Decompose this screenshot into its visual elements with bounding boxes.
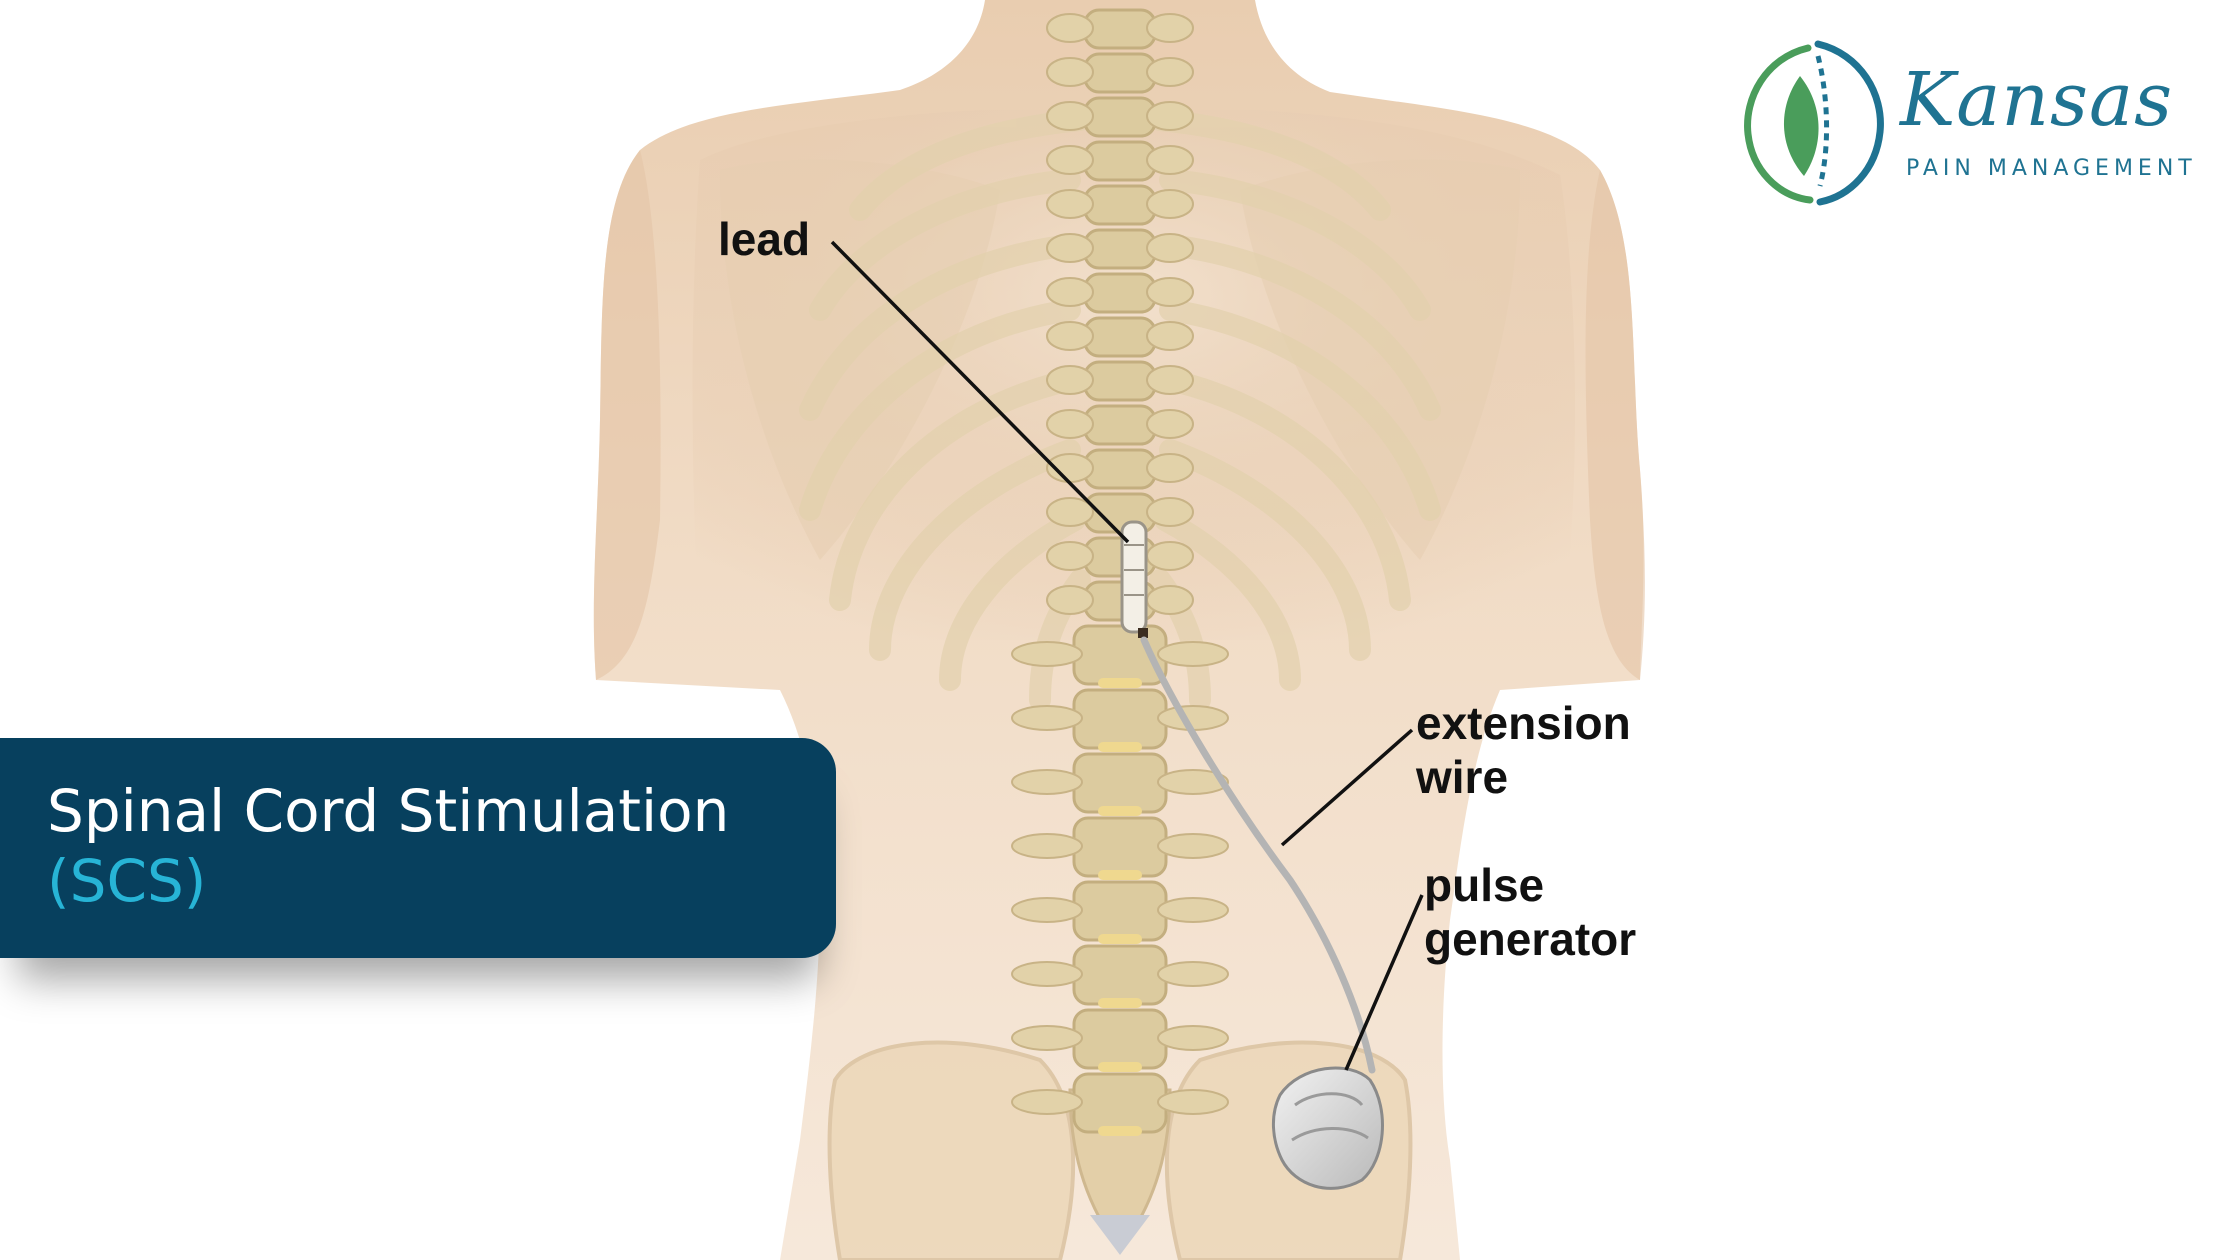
banner-subtitle: (SCS) (47, 847, 207, 915)
vertebra (1046, 8, 1194, 50)
vertebra (1011, 752, 1229, 816)
vertebra (1046, 184, 1194, 226)
stimulator-lead (1120, 520, 1148, 638)
lead-label: lead (718, 213, 811, 265)
pulse-generator-label-line2: generator (1424, 913, 1637, 965)
vertebra (1011, 880, 1229, 944)
extension-wire-label-line2: wire (1416, 751, 1509, 803)
vertebra (1011, 688, 1229, 752)
vertebra (1046, 228, 1194, 270)
vertebra (1046, 448, 1194, 490)
vertebra (1046, 316, 1194, 358)
pulse-generator-label-line1: pulse (1424, 859, 1545, 911)
vertebra (1011, 1008, 1229, 1072)
vertebra (1011, 816, 1229, 880)
vertebra (1046, 492, 1194, 534)
vertebra (1046, 272, 1194, 314)
spine-leaf-logo-icon (1744, 40, 1884, 206)
shoulder-blades (720, 159, 1520, 560)
vertebra (1046, 536, 1194, 578)
extension-wire-label-line1: extension (1416, 697, 1631, 749)
pulse-generator-label: pulse generator (1424, 858, 1636, 966)
banner-title: Spinal Cord Stimulation (47, 777, 730, 845)
vertebra (1046, 580, 1194, 622)
vertebra (1046, 96, 1194, 138)
vertebra (1046, 360, 1194, 402)
pulse-generator-device (1271, 1066, 1384, 1190)
vertebra (1011, 1072, 1229, 1136)
extension-wire-label: extension wire (1416, 696, 1631, 804)
extension-wire (1140, 636, 1376, 1074)
vertebra (1046, 52, 1194, 94)
logo-name: Kansas (1900, 57, 2174, 143)
kansas-pain-management-logo: Kansas PAIN MANAGEMENT (1738, 36, 2218, 206)
title-banner: Spinal Cord Stimulation (SCS) (0, 738, 836, 958)
leader-lines (830, 240, 1424, 1071)
logo-tagline: PAIN MANAGEMENT (1906, 156, 2197, 181)
vertebra (1046, 404, 1194, 446)
vertebra (1046, 140, 1194, 182)
spinal-column (1011, 8, 1229, 1136)
vertebra (1011, 944, 1229, 1008)
